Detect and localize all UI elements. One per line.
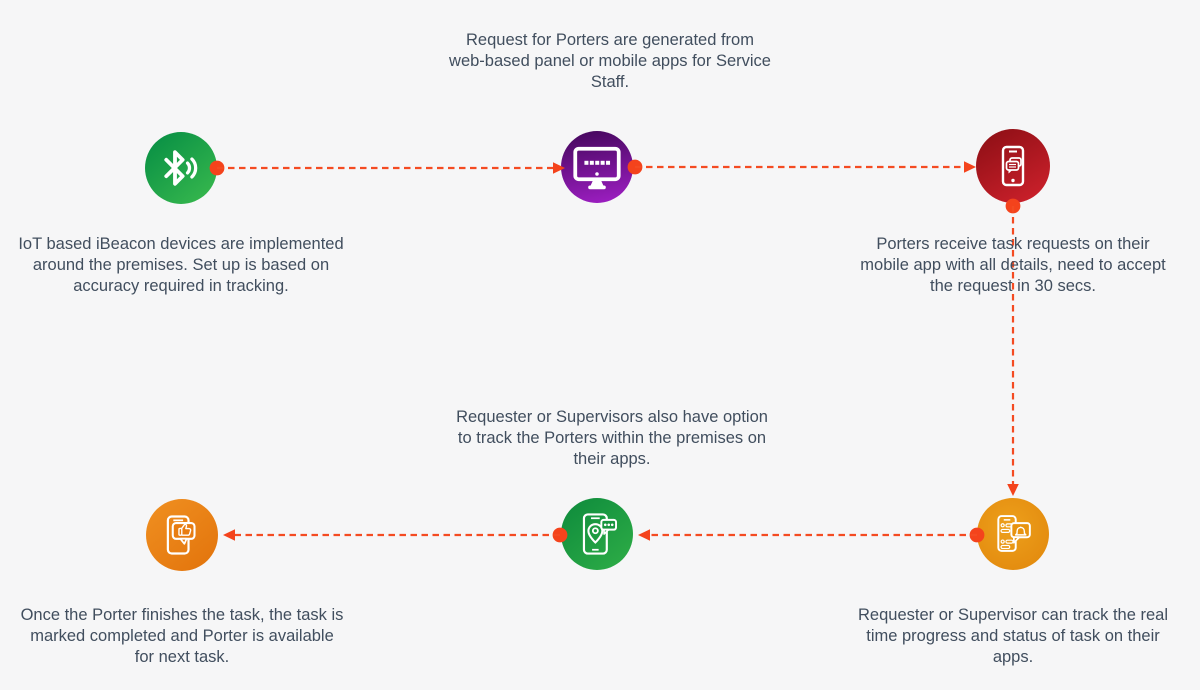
caption-line: to track the Porters within the premises… [457, 429, 767, 447]
mobile-task-notification-icon [997, 515, 1031, 552]
step-caption-request-panel: Request for Porters are generated from w… [430, 30, 790, 93]
connector-1-2 [209, 160, 565, 176]
connector-5-6 [223, 527, 568, 543]
caption-line: Staff. [590, 73, 630, 91]
caption-line: apps. [992, 648, 1034, 666]
step-circle-request-panel [561, 131, 633, 203]
step-circle-track-progress [977, 498, 1049, 570]
caption-line: Requester or Supervisor can track the re… [858, 606, 1168, 624]
caption-line: Porters receive task requests on their [876, 235, 1150, 253]
caption-line: Once the Porter finishes the task, the t… [20, 606, 344, 624]
step-circle-porter-request [976, 129, 1050, 203]
caption-line: Request for Porters are generated from [466, 31, 754, 49]
mobile-location-tracking-icon [582, 513, 617, 555]
caption-line: for next task. [134, 648, 230, 666]
mobile-thumbs-up-icon [166, 515, 196, 555]
desktop-request-panel-icon [573, 146, 621, 189]
step-circle-ibeacon [145, 132, 217, 204]
caption-line: accuracy required in tracking. [73, 277, 289, 295]
connector-4-5 [638, 527, 985, 543]
step-caption-porter-request: Porters receive task requests on their m… [842, 234, 1184, 297]
caption-line: web-based panel or mobile apps for Servi… [449, 52, 771, 70]
step-circle-task-completed [146, 499, 218, 571]
connector-3-4 [1005, 198, 1021, 496]
caption-line: around the premises. Set up is based on [32, 256, 330, 274]
caption-line: marked completed and Porter is available [30, 627, 334, 645]
caption-line: IoT based iBeacon devices are implemente… [18, 235, 344, 253]
mobile-chat-icon [1001, 145, 1025, 187]
step-circle-track-porters [561, 498, 633, 570]
bluetooth-signal-icon [164, 150, 198, 186]
caption-line: their apps. [573, 450, 651, 468]
connector-2-3 [627, 159, 976, 175]
step-caption-track-progress: Requester or Supervisor can track the re… [842, 605, 1184, 668]
step-caption-ibeacon: IoT based iBeacon devices are implemente… [1, 234, 361, 297]
caption-line: Requester or Supervisors also have optio… [456, 408, 768, 426]
caption-line: time progress and status of task on thei… [866, 627, 1160, 645]
step-caption-track-porters: Requester or Supervisors also have optio… [431, 407, 793, 470]
caption-line: mobile app with all details, need to acc… [860, 256, 1166, 274]
caption-line: the request in 30 secs. [929, 277, 1096, 295]
step-caption-task-completed: Once the Porter finishes the task, the t… [0, 605, 368, 668]
